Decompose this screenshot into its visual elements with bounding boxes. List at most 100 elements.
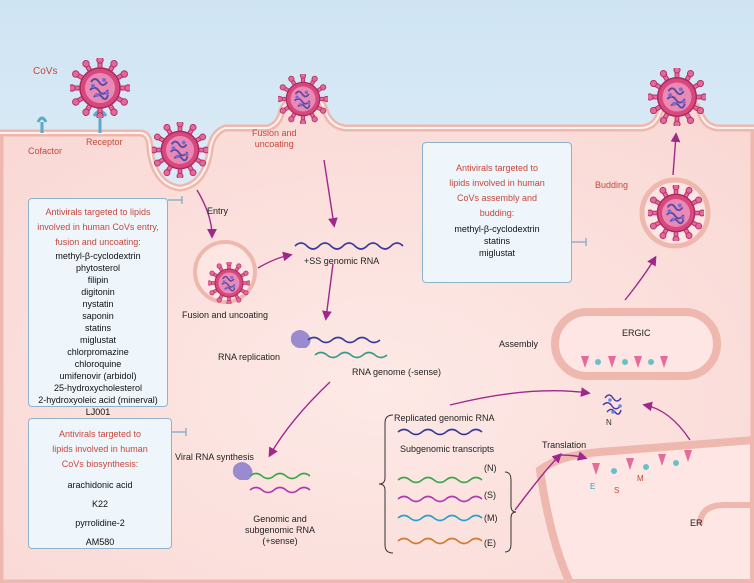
- ergic-proteins: [581, 356, 668, 368]
- label-transcript-m: (M): [484, 513, 498, 523]
- label-fusion-top-line1: Fusion and: [252, 128, 297, 138]
- label-transcript-e: (E): [484, 538, 496, 548]
- arrow-endosome-to-rna: [257, 251, 293, 269]
- rna-n-wave: [397, 476, 483, 484]
- label-covs: CoVs: [33, 66, 58, 77]
- label-cofactor: Cofactor: [28, 146, 63, 156]
- box-entry-item: 25-hydroxycholesterol: [53, 383, 143, 393]
- box-bio-title-1: Antivirals targeted to: [58, 429, 142, 439]
- arrow-budding: [670, 132, 681, 176]
- rna-replication-minus-wave: [314, 351, 388, 359]
- label-translation: Translation: [542, 440, 587, 450]
- cofactor-icon: [36, 116, 48, 133]
- box-asm-item: statins: [483, 236, 510, 246]
- box-bio-title-2: lipids involved in human: [52, 444, 148, 454]
- rna-s-wave: [397, 495, 483, 503]
- label-gs-line1: Genomic and: [253, 514, 307, 524]
- arrow-assembly: [624, 255, 657, 301]
- box-asm-title-1: Antivirals targeted to: [455, 163, 539, 173]
- box-entry-item: nystatin: [82, 299, 114, 309]
- box-bio-item: pyrrolidine-2: [75, 518, 125, 528]
- label-protein-s: S: [614, 486, 620, 495]
- label-viral-rna-synthesis: Viral RNA synthesis: [175, 452, 254, 462]
- label-genomic-rna: +SS genomic RNA: [304, 256, 380, 266]
- box-entry-item: LJ001: [85, 407, 111, 417]
- inhibitor-biosynthesis: [172, 428, 187, 436]
- label-fusion-top-line2: uncoating: [254, 139, 294, 149]
- arrow-translation: [559, 451, 588, 461]
- label-ergic: ERGIC: [622, 328, 651, 338]
- er-tubule: [697, 502, 754, 526]
- box-asm-item: miglustat: [478, 248, 515, 258]
- box-asm-item: methyl-β-cyclodextrin: [454, 224, 540, 234]
- box-entry-antivirals: Antivirals targeted to lipids involved i…: [28, 198, 168, 417]
- label-protein-m: M: [637, 474, 644, 483]
- rna-replicated-wave: [397, 428, 483, 436]
- label-replicated-genomic: Replicated genomic RNA: [394, 413, 495, 423]
- label-er: ER: [690, 518, 703, 528]
- label-budding: Budding: [595, 180, 629, 190]
- box-bio-item: AM580: [85, 537, 115, 547]
- box-entry-item: saponin: [82, 311, 114, 321]
- rna-synthesis-wave-2: [249, 486, 311, 494]
- label-assembly: Assembly: [499, 339, 539, 349]
- box-entry-item: miglustat: [79, 335, 116, 345]
- box-entry-item: 2-hydroxyoleic acid (minerval): [38, 395, 158, 405]
- arrow-fusion-to-rna: [323, 159, 338, 228]
- label-entry: Entry: [207, 206, 229, 216]
- arrow-replication-to-synthesis: [268, 381, 331, 458]
- arrow-to-n-protein: [449, 387, 591, 406]
- box-asm-title-2: lipids involved in human: [449, 178, 545, 188]
- label-protein-n: N: [606, 418, 612, 427]
- er-proteins: [592, 450, 692, 475]
- label-fusion-uncoating: Fusion and uncoating: [182, 310, 269, 320]
- box-bio-item: arachidonic acid: [67, 480, 133, 490]
- box-entry-item: chlorpromazine: [67, 347, 129, 357]
- polymerase-icon-synthesis: [232, 462, 253, 480]
- box-entry-item: phytosterol: [75, 263, 121, 273]
- label-transcript-s: (S): [484, 490, 496, 500]
- n-protein-dots: [608, 398, 622, 414]
- box-entry-item: digitonin: [81, 287, 115, 297]
- box-biosynthesis-antivirals: Antivirals targeted to lipids involved i…: [28, 418, 172, 549]
- rna-genomic-wave: [294, 242, 404, 250]
- ergic-compartment: [551, 308, 721, 380]
- box-bio-title-3: CoVs biosynthesis:: [61, 459, 139, 469]
- arrow-er-to-n: [642, 401, 691, 441]
- box-entry-title-2: involved in human CoVs entry,: [37, 222, 159, 232]
- rna-m-wave: [397, 514, 483, 522]
- label-protein-e: E: [590, 482, 596, 491]
- er-compartment: [535, 435, 754, 583]
- label-receptor: Receptor: [86, 137, 123, 147]
- inhibitor-entry: [168, 196, 183, 204]
- label-genomic-subgenomic: Genomic and subgenomic RNA (+sense): [245, 514, 315, 547]
- rna-synthesis-wave-1: [249, 472, 311, 480]
- left-brace: [378, 414, 394, 554]
- label-transcript-n: (N): [484, 463, 497, 473]
- n-protein-cluster-icon: [602, 394, 622, 415]
- box-entry-item: statins: [84, 323, 111, 333]
- box-entry-item: umifenovir (arbidol): [59, 371, 137, 381]
- arrow-rna-to-replication: [322, 263, 334, 321]
- arrow-entry: [196, 189, 217, 239]
- label-rna-replication: RNA replication: [218, 352, 281, 362]
- label-gs-line2: subgenomic RNA: [245, 525, 316, 535]
- box-asm-title-4: budding:: [479, 208, 515, 218]
- label-rna-genome-neg: RNA genome (-sense): [352, 367, 442, 377]
- polymerase-icon-replication: [290, 330, 311, 348]
- box-entry-title-1: Antivirals targeted to lipids: [45, 207, 151, 217]
- box-asm-title-3: CoVs assembly and: [456, 193, 538, 203]
- box-entry-title-3: fusion and uncoating:: [55, 237, 141, 247]
- label-fusion-top: Fusion and uncoating: [252, 128, 297, 150]
- box-entry-item: methyl-β-cyclodextrin: [55, 251, 141, 261]
- rna-e-wave: [397, 537, 483, 545]
- label-subgenomic-transcripts: Subgenomic transcripts: [400, 444, 495, 454]
- label-gs-line3: (+sense): [262, 536, 298, 546]
- box-entry-item: filipin: [87, 275, 109, 285]
- box-bio-item: K22: [91, 499, 108, 509]
- arrow-braces-to-er: [514, 453, 562, 511]
- rna-replication-plus-wave: [307, 336, 381, 344]
- box-entry-item: chloroquine: [74, 359, 122, 369]
- right-brace: [504, 471, 517, 553]
